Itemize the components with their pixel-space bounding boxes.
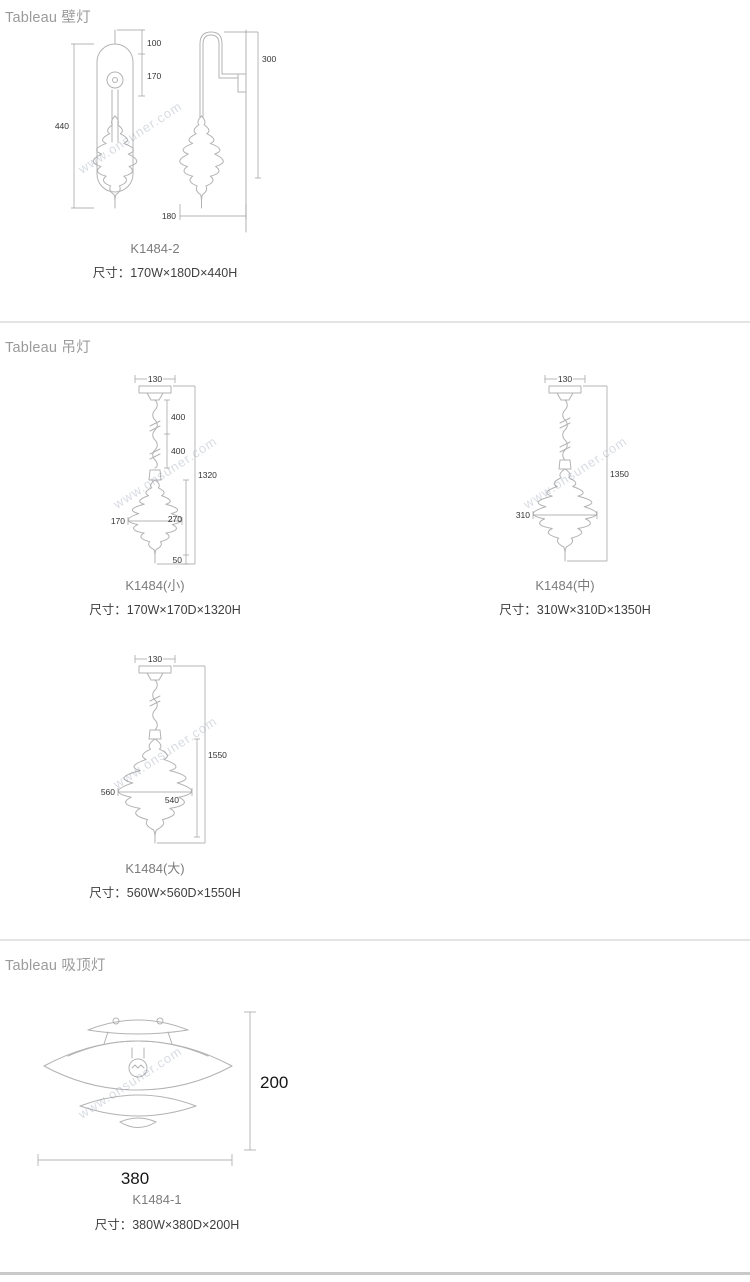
dim-canopy: 130: [148, 374, 162, 384]
pendant-medium-drawing: 130 310 1350: [505, 373, 655, 573]
dim-shade-height: 270: [168, 514, 182, 524]
pendant-large-fixture: [117, 665, 193, 844]
dim-total-height: 1320: [198, 470, 217, 480]
size-label-ceiling: 尺寸：380W×380D×200H: [94, 1218, 240, 1232]
model-label-pendant-medium: K1484(中): [535, 578, 595, 593]
dim-total-height: 1550: [208, 750, 227, 760]
ceiling-lamp-drawing: 200 380: [28, 1002, 298, 1192]
model-label-wall: K1484-2: [130, 241, 180, 256]
ceiling-lamp-svg: 200 380: [37, 1011, 288, 1188]
size-label-pendant-medium: 尺寸：310W×310D×1350H: [499, 603, 651, 617]
dim-tip: 50: [173, 555, 183, 565]
wall-lamp-dimension-lines: [71, 29, 261, 220]
section-divider: [0, 939, 750, 941]
dim-width: 170: [111, 516, 125, 526]
section-divider: [0, 321, 750, 323]
pendant-small-dimension-lines: [127, 375, 196, 565]
dim-canopy: 130: [148, 654, 162, 664]
pendant-small-drawing: 130 400 400 170 270 50 1320: [95, 373, 245, 573]
section-header-wall-lamp: Tableau 壁灯: [5, 10, 91, 26]
wall-lamp-front-view: [92, 29, 138, 209]
dim-width: 560: [101, 787, 115, 797]
dim-depth: 180: [162, 211, 176, 221]
ceiling-lamp-fixture: [43, 1017, 233, 1128]
model-label-pendant-small: K1484(小): [125, 578, 185, 593]
size-label-pendant-large: 尺寸：560W×560D×1550H: [89, 886, 241, 900]
page-bottom-divider: [0, 1272, 750, 1275]
dim-canopy: 130: [558, 374, 572, 384]
wall-lamp-drawing: 440 100 170 180 300: [50, 28, 280, 240]
size-label-pendant-small: 尺寸：170W×170D×1320H: [89, 603, 241, 617]
model-label-pendant-large: K1484(大): [125, 861, 185, 876]
section-header-pendant-lamp: Tableau 吊灯: [5, 340, 91, 356]
dim-cord-1: 400: [171, 412, 185, 422]
dim-arm-height: 300: [262, 54, 276, 64]
pendant-small-svg: 130 400 400 170 270 50 1320: [111, 374, 217, 565]
pendant-medium-svg: 130 310 1350: [516, 374, 629, 562]
model-label-ceiling: K1484-1: [132, 1192, 182, 1207]
dim-cord-2: 400: [171, 446, 185, 456]
pendant-small-fixture: [127, 385, 183, 564]
dim-total-height: 1350: [610, 469, 629, 479]
pendant-large-svg: 130 560 540 1550: [101, 654, 227, 844]
section-header-ceiling-lamp: Tableau 吸顶灯: [5, 958, 106, 974]
dim-width: 310: [516, 510, 530, 520]
size-label-wall: 尺寸：170W×180D×440H: [92, 266, 238, 280]
dim-arm-top: 100: [147, 38, 161, 48]
dim-width: 380: [121, 1169, 149, 1188]
dim-shade-height: 540: [165, 795, 179, 805]
ceiling-lamp-dimension-lines: [37, 1011, 256, 1166]
wall-lamp-side-view: [179, 29, 247, 233]
wall-lamp-svg: 440 100 170 180 300: [55, 29, 276, 233]
dim-drop: 170: [147, 71, 161, 81]
dim-overall-height: 440: [55, 121, 69, 131]
pendant-large-drawing: 130 560 540 1550: [95, 653, 245, 853]
pendant-large-dimension-lines: [117, 655, 206, 844]
pendant-medium-fixture: [532, 385, 598, 562]
pendant-medium-dimension-lines: [532, 375, 608, 562]
dim-height: 200: [260, 1073, 288, 1092]
